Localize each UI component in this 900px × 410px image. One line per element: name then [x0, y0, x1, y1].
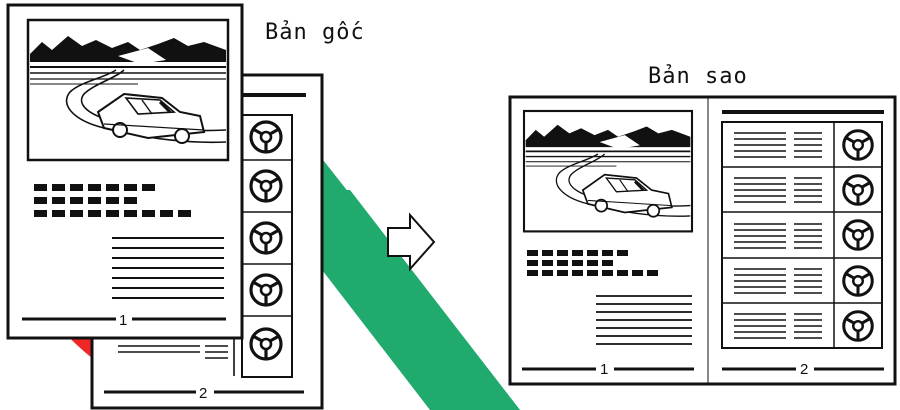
copy-sheet: 1 [510, 97, 895, 384]
page-number: 1 [600, 361, 608, 378]
page-number: 1 [119, 312, 127, 329]
original-label: Bản gốc [265, 20, 365, 45]
copy-label: Bản sao [648, 64, 748, 89]
car-landscape-image [28, 20, 228, 160]
original-page-1: 1 [8, 5, 242, 338]
page-number: 2 [800, 361, 808, 378]
page-number: 2 [199, 385, 207, 402]
car-landscape-image [524, 111, 692, 231]
